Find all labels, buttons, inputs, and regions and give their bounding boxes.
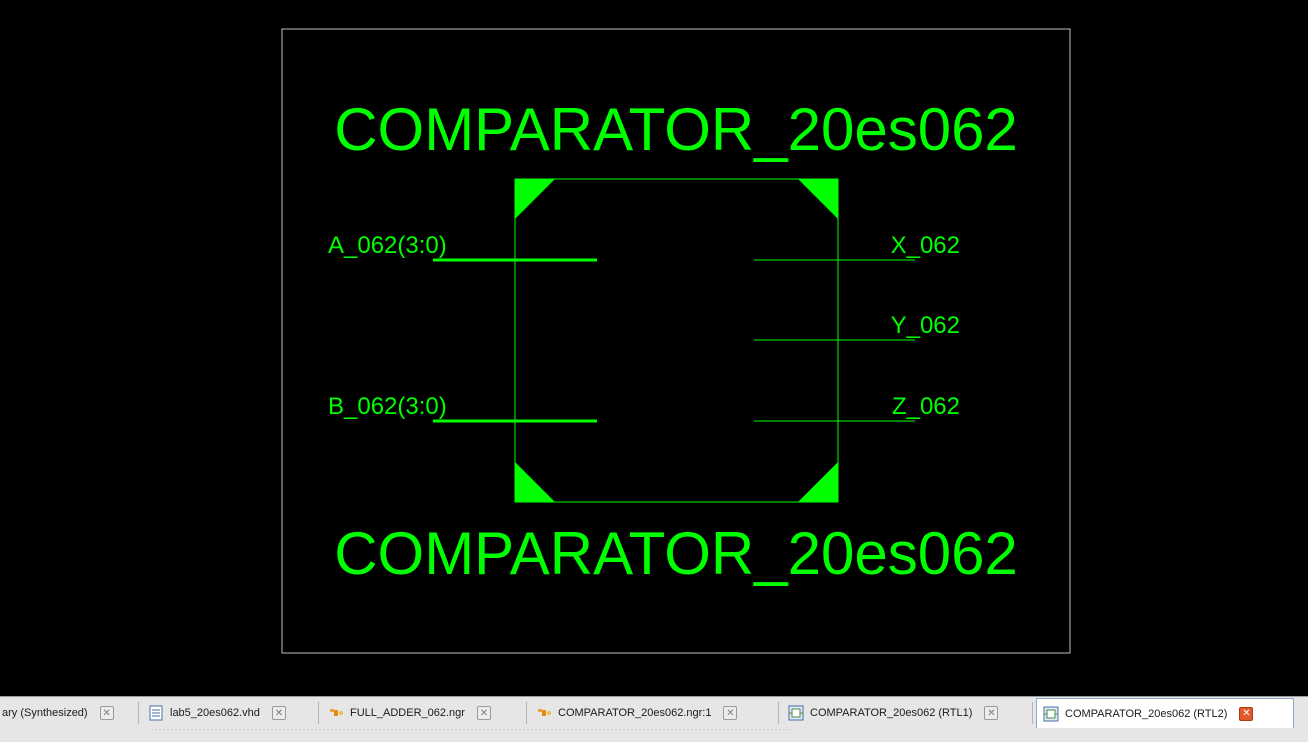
corner-marker-br — [798, 462, 838, 502]
close-icon[interactable]: ✕ — [723, 706, 738, 720]
close-icon[interactable]: ✕ — [1239, 706, 1254, 721]
close-icon[interactable]: ✕ — [99, 706, 114, 720]
tab-label: COMPARATOR_20es062 (RTL2) — [1065, 707, 1228, 720]
title-top: COMPARATOR_20es062 — [334, 96, 1018, 163]
ngr-view-icon — [536, 705, 552, 721]
tab-separator — [318, 702, 319, 724]
tab-comparator-rtl2[interactable]: COMPARATOR_20es062 (RTL2) ✕ — [1036, 698, 1294, 728]
corner-marker-tr — [798, 179, 838, 219]
close-icon[interactable]: ✕ — [271, 706, 286, 720]
schematic-canvas[interactable]: COMPARATOR_20es062 COMPARATOR_20es062 A_… — [0, 0, 1308, 696]
tab-comparator-ngr[interactable]: COMPARATOR_20es062.ngr:1 ✕ — [530, 700, 738, 726]
sheet-frame — [281, 28, 1071, 654]
tab-separator — [1032, 702, 1033, 724]
pin-y-label: Y_062 — [891, 312, 960, 339]
corner-marker-bl — [515, 462, 555, 502]
rtl-schematic-icon — [788, 705, 804, 721]
pin-x-label: X_062 — [891, 232, 960, 259]
tab-label: FULL_ADDER_062.ngr — [350, 707, 465, 719]
rtl-schematic-icon — [1043, 706, 1059, 722]
pin-a-label: A_062(3:0) — [328, 232, 447, 259]
tab-separator — [138, 702, 139, 724]
pin-z-label: Z_062 — [892, 393, 960, 420]
tab-separator — [526, 702, 527, 724]
tab-full-adder-ngr[interactable]: FULL_ADDER_062.ngr ✕ — [322, 700, 491, 726]
tab-label: COMPARATOR_20es062 (RTL1) — [810, 707, 973, 719]
tab-strip: ary (Synthesized) ✕ lab5_20es062.vhd ✕ F… — [0, 698, 1308, 728]
ngr-view-icon — [328, 705, 344, 721]
tab-scroll-grip[interactable] — [150, 728, 790, 731]
tab-label: ary (Synthesized) — [2, 707, 88, 719]
document-icon — [148, 705, 164, 721]
tab-summary-synthesized[interactable]: ary (Synthesized) ✕ — [0, 700, 114, 726]
tab-lab5-vhd[interactable]: lab5_20es062.vhd ✕ — [142, 700, 286, 726]
pin-b-label: B_062(3:0) — [328, 393, 447, 420]
tab-comparator-rtl1[interactable]: COMPARATOR_20es062 (RTL1) ✕ — [782, 700, 999, 726]
title-bottom: COMPARATOR_20es062 — [334, 520, 1018, 587]
editor-tab-bar: ary (Synthesized) ✕ lab5_20es062.vhd ✕ F… — [0, 696, 1308, 742]
corner-marker-tl — [515, 179, 555, 219]
tab-label: lab5_20es062.vhd — [170, 707, 260, 719]
tab-separator — [778, 702, 779, 724]
comparator-symbol[interactable] — [514, 178, 839, 503]
close-icon[interactable]: ✕ — [984, 706, 999, 720]
tab-label: COMPARATOR_20es062.ngr:1 — [558, 707, 712, 719]
close-icon[interactable]: ✕ — [476, 706, 491, 720]
schematic-svg: COMPARATOR_20es062 COMPARATOR_20es062 A_… — [281, 28, 1071, 654]
